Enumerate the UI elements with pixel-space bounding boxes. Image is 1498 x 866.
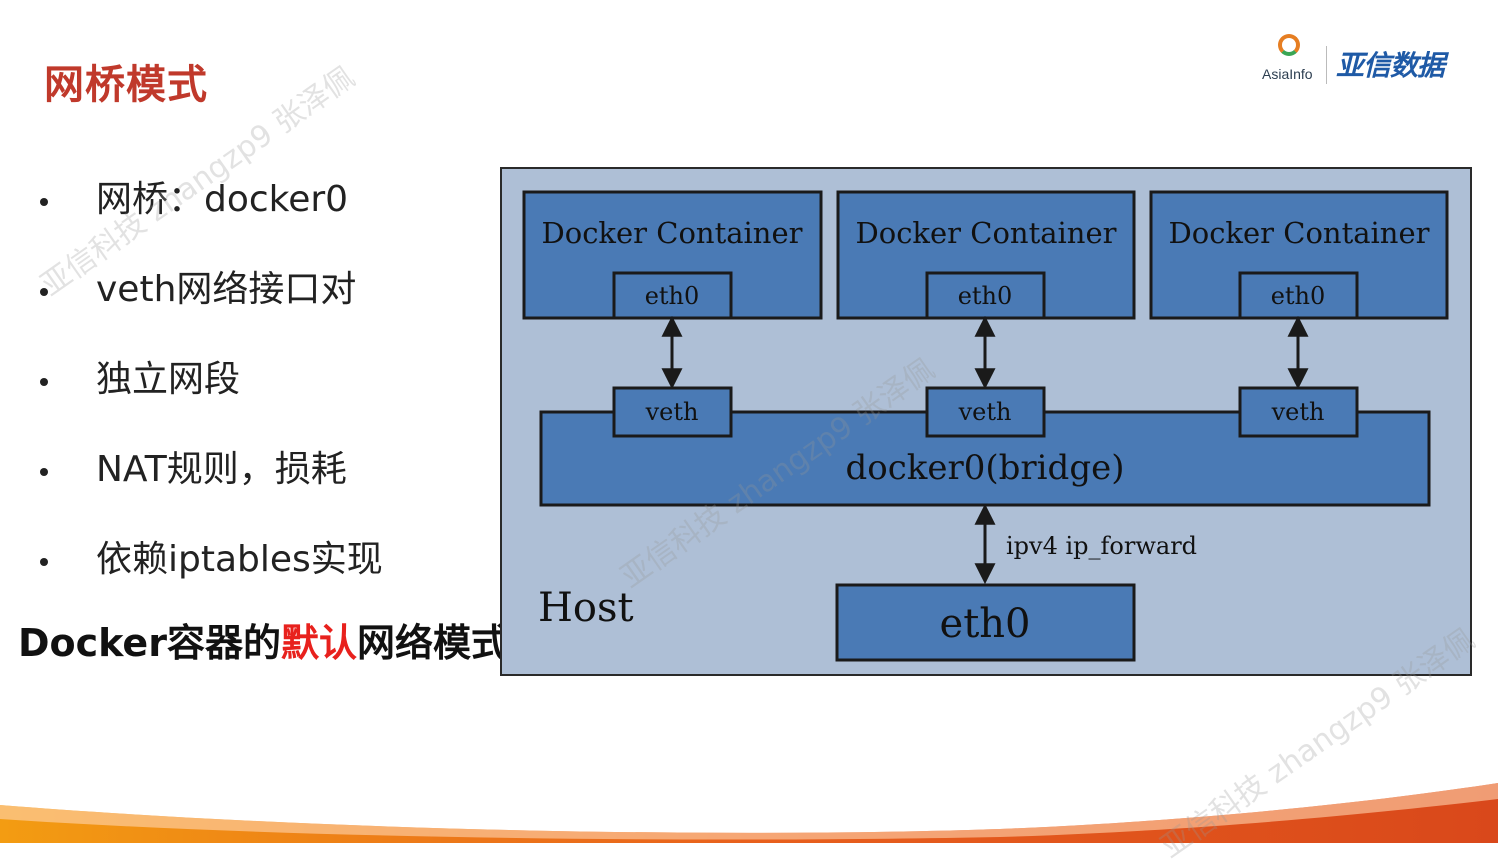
container-eth0-box	[612, 271, 733, 320]
veth-box	[1238, 386, 1359, 438]
container-eth0-label: eth0	[1271, 282, 1326, 310]
forward-label: ipv4 ip_forward	[1006, 532, 1197, 560]
bullet-dot-icon	[40, 378, 48, 386]
host-eth0-label: eth0	[940, 601, 1031, 647]
container-eth0-label: eth0	[645, 282, 700, 310]
bullet-text: veth网络接口对	[96, 269, 357, 310]
veth-label: veth	[645, 398, 699, 426]
veth-label: veth	[958, 398, 1012, 426]
logo-text-cn: 亚信数据	[1336, 49, 1445, 82]
bullet-dot-icon	[40, 468, 48, 476]
footer-wave	[0, 783, 1498, 843]
host-label: Host	[538, 585, 634, 631]
bullet-dot-icon	[40, 198, 48, 206]
bullet-dot-icon	[40, 288, 48, 296]
summary-suffix: 网络模式	[356, 621, 509, 665]
veth-label: veth	[1271, 398, 1325, 426]
host-eth0-box	[835, 583, 1136, 662]
summary-highlight: 默认	[280, 621, 357, 665]
bridge-label: docker0(bridge)	[846, 448, 1125, 488]
page-title: 网桥模式	[44, 62, 208, 108]
bullet-text: NAT规则，损耗	[96, 449, 347, 490]
bullet-dot-icon	[40, 558, 48, 566]
container-eth0-label: eth0	[958, 282, 1013, 310]
network-diagram: docker0(bridge) Docker Container eth0 ve…	[500, 167, 1472, 676]
bullet-text: 独立网段	[96, 359, 241, 400]
asiainfo-logo-icon	[1278, 34, 1300, 56]
veth-box	[925, 386, 1046, 438]
bullet-text: 依赖iptables实现	[96, 539, 383, 580]
logo-divider	[1326, 46, 1327, 84]
bullet-text: 网桥：docker0	[96, 179, 349, 220]
container-label: Docker Container	[855, 216, 1116, 250]
container-label: Docker Container	[1168, 216, 1429, 250]
container-eth0-box	[925, 271, 1046, 320]
summary-line: Docker容器的默认网络模式	[18, 612, 509, 667]
container-eth0-box	[1238, 271, 1359, 320]
company-logo: AsiaInfo 亚信数据	[1260, 34, 1460, 90]
logo-text-en: AsiaInfo	[1262, 66, 1313, 82]
container-label: Docker Container	[541, 216, 802, 250]
summary-prefix: Docker容器的	[18, 621, 281, 665]
veth-box	[612, 386, 733, 438]
